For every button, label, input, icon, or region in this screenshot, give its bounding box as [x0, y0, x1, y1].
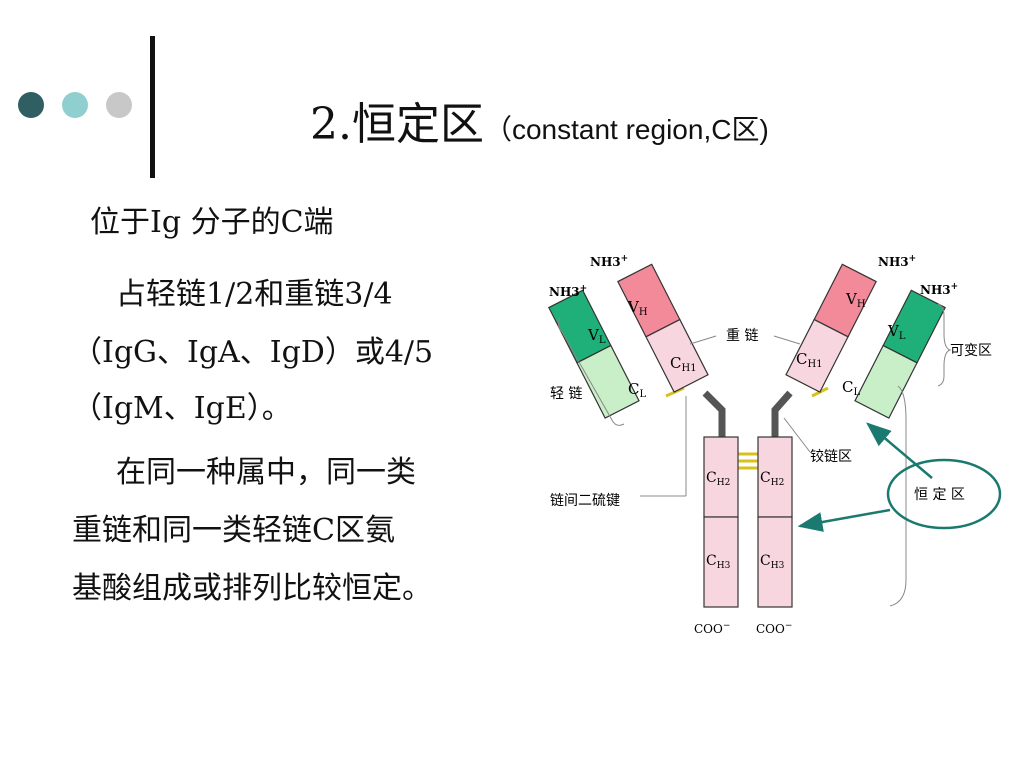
variable-region-brace — [937, 303, 952, 387]
body-line-6: 重链和同一类轻链C区氨 — [72, 513, 395, 548]
nh3-label-heavy-right: NH3+ — [878, 254, 916, 269]
ch2-label-right: CH2 — [760, 470, 784, 488]
leader-hinge — [783, 417, 811, 453]
coo-label-left: COO− — [694, 621, 730, 636]
light-chain-bracket — [557, 317, 625, 426]
cl-label-left: CL — [628, 380, 646, 400]
hinge-right — [771, 390, 793, 437]
body-line-3: （IgG、IgA、IgD）或4/5 — [72, 335, 434, 370]
ch3-label-right: CH3 — [760, 553, 785, 571]
ch1-domain-left — [645, 318, 709, 393]
ch1-domain-right — [785, 318, 849, 393]
ch2-domain-right — [757, 436, 793, 518]
vh-label-left: VH — [627, 298, 648, 318]
vl-label-right: VL — [887, 322, 906, 342]
dot-dark — [18, 92, 44, 118]
label-hinge-region: 铰链区 — [810, 449, 852, 465]
ch3-domain-left — [703, 516, 739, 608]
nh3-label-light-right: NH3+ — [920, 282, 958, 297]
nh3-label-heavy-left: NH3+ — [590, 254, 628, 269]
constant-region-brace — [889, 385, 907, 607]
label-variable-region: 可变区 — [950, 343, 992, 359]
body-line-1: 位于Ig 分子的C端 — [90, 205, 334, 240]
title-divider — [150, 36, 155, 178]
dot-gray — [106, 92, 132, 118]
slide-title: 2.恒定区（constant region,C区) — [310, 88, 769, 152]
body-line-2: 占轻链1/2和重链3/4 — [116, 277, 393, 312]
vl-label-left: VL — [587, 326, 606, 346]
hinge-left — [702, 390, 726, 437]
constant-region-ellipse — [886, 458, 1002, 530]
arrow-to-cl — [866, 422, 933, 479]
cl-domain-left — [576, 344, 640, 419]
cl-domain-right — [854, 344, 918, 419]
dot-teal — [62, 92, 88, 118]
label-light-chain: 轻 链 — [550, 386, 582, 402]
body-line-7: 基酸组成或排列比较恒定。 — [72, 571, 432, 606]
arrow-to-ch — [797, 508, 891, 532]
label-constant-region: 恒 定 区 — [914, 487, 965, 503]
ch3-label-left: CH3 — [706, 553, 731, 571]
ch1-label-left: CH1 — [670, 354, 697, 374]
leader-heavy-chain — [773, 335, 801, 345]
vh-label-right: VH — [845, 290, 866, 310]
cl-label-right: CL — [842, 378, 860, 398]
label-heavy-chain: 重 链 — [726, 328, 758, 344]
ch1-label-right: CH1 — [796, 350, 823, 370]
body-line-5: 在同一种属中，同一类 — [116, 455, 416, 490]
ch2-label-left: CH2 — [706, 470, 730, 488]
title-main: 2.恒定区 — [310, 99, 484, 150]
leader-heavy-chain — [689, 335, 717, 345]
label-disulfide-bond: 链间二硫键 — [550, 493, 620, 509]
ch3-domain-right — [757, 516, 793, 608]
body-line-4: （IgM、IgE）。 — [72, 391, 292, 426]
title-sub: （constant region,C区) — [483, 114, 769, 145]
nh3-label-light-left: NH3+ — [549, 284, 587, 299]
coo-label-right: COO− — [756, 621, 792, 636]
